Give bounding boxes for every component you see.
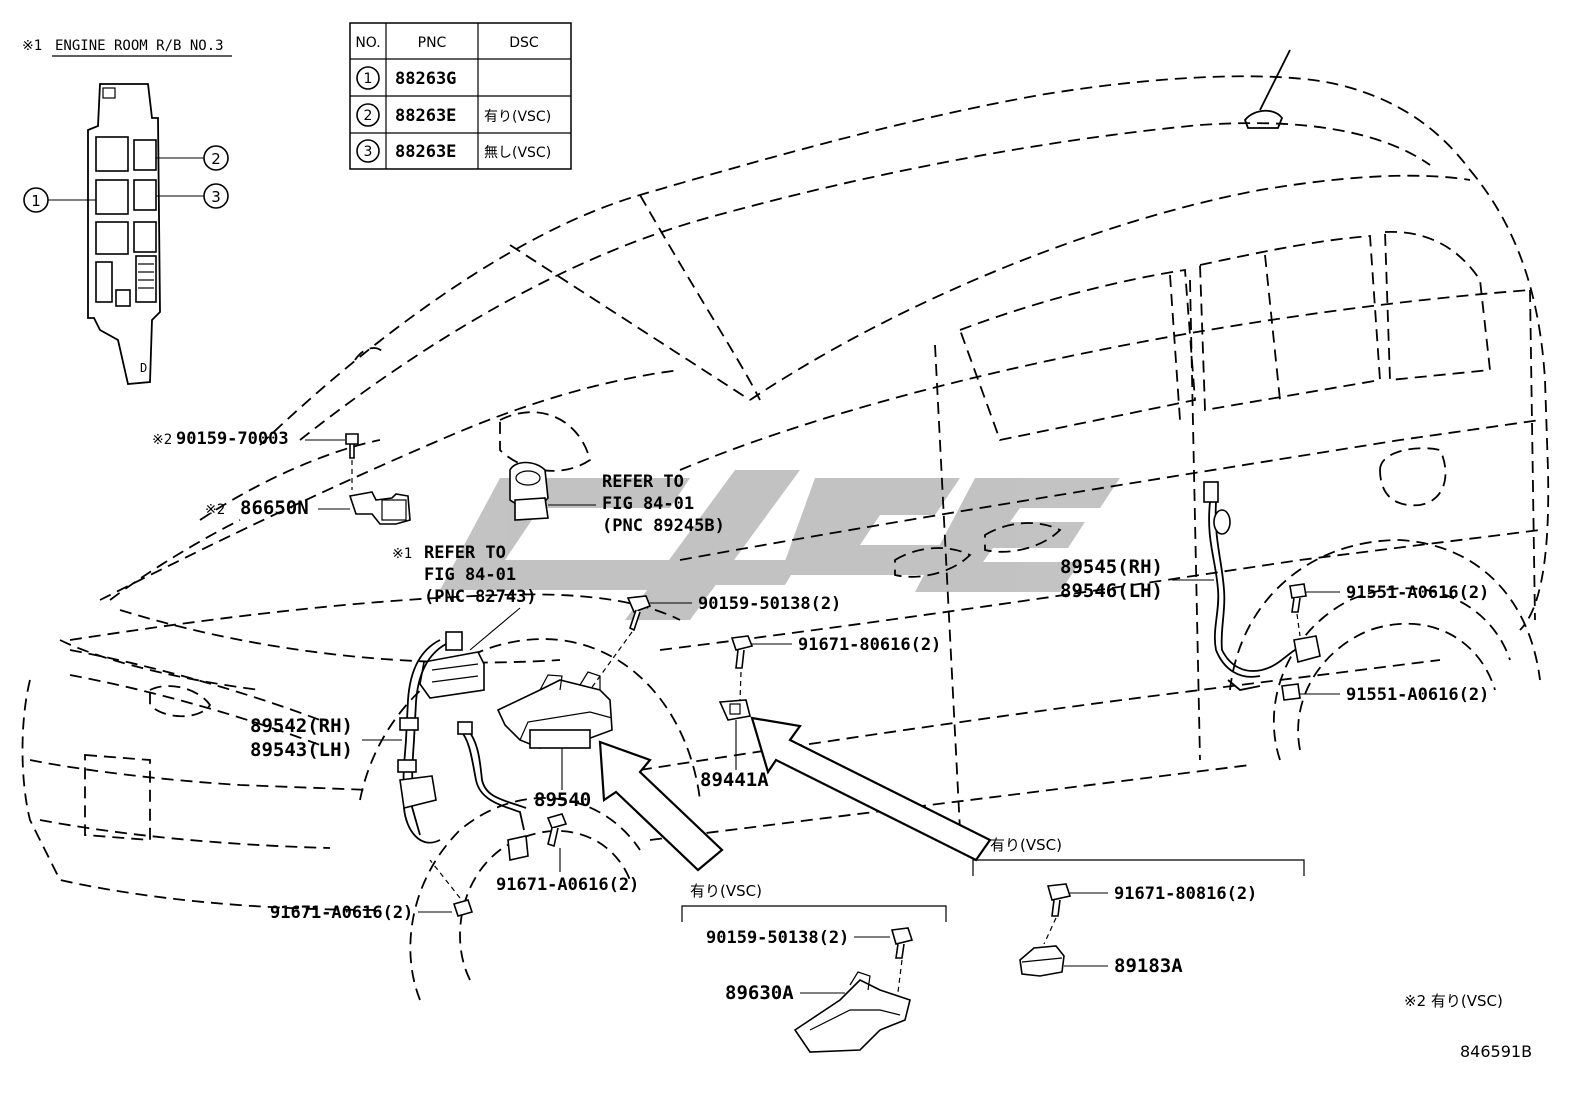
label-89543: 89543(LH) <box>250 739 353 761</box>
label-90159-70003: 90159-70003 <box>176 429 289 449</box>
label-91551-a: 91551-A0616(2) <box>1346 583 1489 603</box>
figure-number: 846591B <box>1460 1042 1532 1061</box>
label-89630A: 89630A <box>725 982 794 1004</box>
svg-text:※2: ※2 <box>152 432 172 448</box>
label-89183A: 89183A <box>1114 955 1183 977</box>
label-91671-A0616-a: 91671-A0616(2) <box>496 875 639 895</box>
label-89540: 89540 <box>534 789 591 811</box>
label-vsc-right-bolt: 91671-80816(2) <box>1114 884 1257 904</box>
footnote: ※2 有り(VSC) <box>1404 992 1503 1010</box>
pnc-table: NO. PNC DSC 1 88263G 2 88263E 有り(VSC) 3 … <box>349 22 572 170</box>
table-row-1-no: 1 <box>364 71 373 87</box>
svg-text:FIG 84-01: FIG 84-01 <box>602 494 694 514</box>
svg-text:(PNC 82743): (PNC 82743) <box>424 587 537 607</box>
svg-text:2: 2 <box>211 150 221 168</box>
table-row-2-no: 2 <box>364 108 373 124</box>
vehicle-outline <box>21 49 1550 1001</box>
part-89441A-group: 91671-80616(2) 89441A <box>700 635 941 791</box>
vsc-box-left: 有り(VSC) 90159-50138(2) 89630A <box>681 882 947 1053</box>
vsc-box-right: 有り(VSC) 91671-80816(2) 89183A <box>972 836 1305 977</box>
label-89545: 89545(RH) <box>1060 556 1163 578</box>
svg-text:FIG 84-01: FIG 84-01 <box>424 565 516 585</box>
pointer-arrows <box>598 716 992 872</box>
svg-text:(PNC 89245B): (PNC 89245B) <box>602 516 725 536</box>
label-89441A: 89441A <box>700 769 769 791</box>
table-row-3-dsc: 無し(VSC) <box>484 145 551 161</box>
table-row-3-pnc: 88263E <box>395 142 456 162</box>
label-89542: 89542(RH) <box>250 715 353 737</box>
part-86650N-group: ※2 90159-70003 ※2 86650N <box>152 429 411 525</box>
part-89540-group: 89540 <box>496 671 613 811</box>
svg-text:D: D <box>140 361 147 375</box>
svg-text:REFER TO: REFER TO <box>424 543 506 563</box>
label-89546: 89546(LH) <box>1060 580 1163 602</box>
svg-text:3: 3 <box>211 188 221 206</box>
label-91551-b: 91551-A0616(2) <box>1346 685 1489 705</box>
refer-82743-group: ※1 REFER TO FIG 84-01 (PNC 82743) <box>392 543 537 861</box>
refer-89245B-group: REFER TO FIG 84-01 (PNC 89245B) <box>509 461 725 536</box>
svg-text:※2: ※2 <box>205 502 225 518</box>
table-row-1-pnc: 88263G <box>395 69 456 89</box>
table-header-pnc: PNC <box>418 35 447 51</box>
table-header-no: NO. <box>355 35 380 51</box>
vsc-left-header: 有り(VSC) <box>690 882 762 900</box>
part-89542-group: 89542(RH) 89543(LH) <box>250 715 402 761</box>
table-row-3-no: 3 <box>364 144 373 160</box>
svg-text:※1: ※1 <box>392 546 412 562</box>
vsc-right-header: 有り(VSC) <box>990 836 1062 854</box>
inset-note-mark: ※1 <box>22 38 42 54</box>
label-vsc-left-bolt: 90159-50138(2) <box>706 928 849 948</box>
table-header-dsc: DSC <box>509 35 539 51</box>
part-91551-group: 91551-A0616(2) 91551-A0616(2) <box>1281 583 1489 705</box>
part-90159-50138-group: 90159-50138(2) <box>589 594 841 691</box>
svg-text:1: 1 <box>31 192 41 210</box>
svg-text:REFER TO: REFER TO <box>602 472 684 492</box>
inset-title: ENGINE ROOM R/B NO.3 <box>55 38 224 54</box>
inset-relay-block: ※1 ENGINE ROOM R/B NO.3 D 2 3 1 <box>22 38 232 385</box>
label-91671-80616: 91671-80616(2) <box>798 635 941 655</box>
label-90159-50138: 90159-50138(2) <box>698 594 841 614</box>
label-86650N: 86650N <box>240 497 309 519</box>
label-91671-A0616-b: 91671-A0616(2) <box>270 903 413 923</box>
table-row-2-pnc: 88263E <box>395 106 456 126</box>
part-89545-group: 89545(RH) 89546(LH) <box>1060 481 1321 691</box>
table-row-2-dsc: 有り(VSC) <box>484 109 551 125</box>
part-91671-A0616-group: 91671-A0616(2) 91671-A0616(2) <box>270 813 639 923</box>
